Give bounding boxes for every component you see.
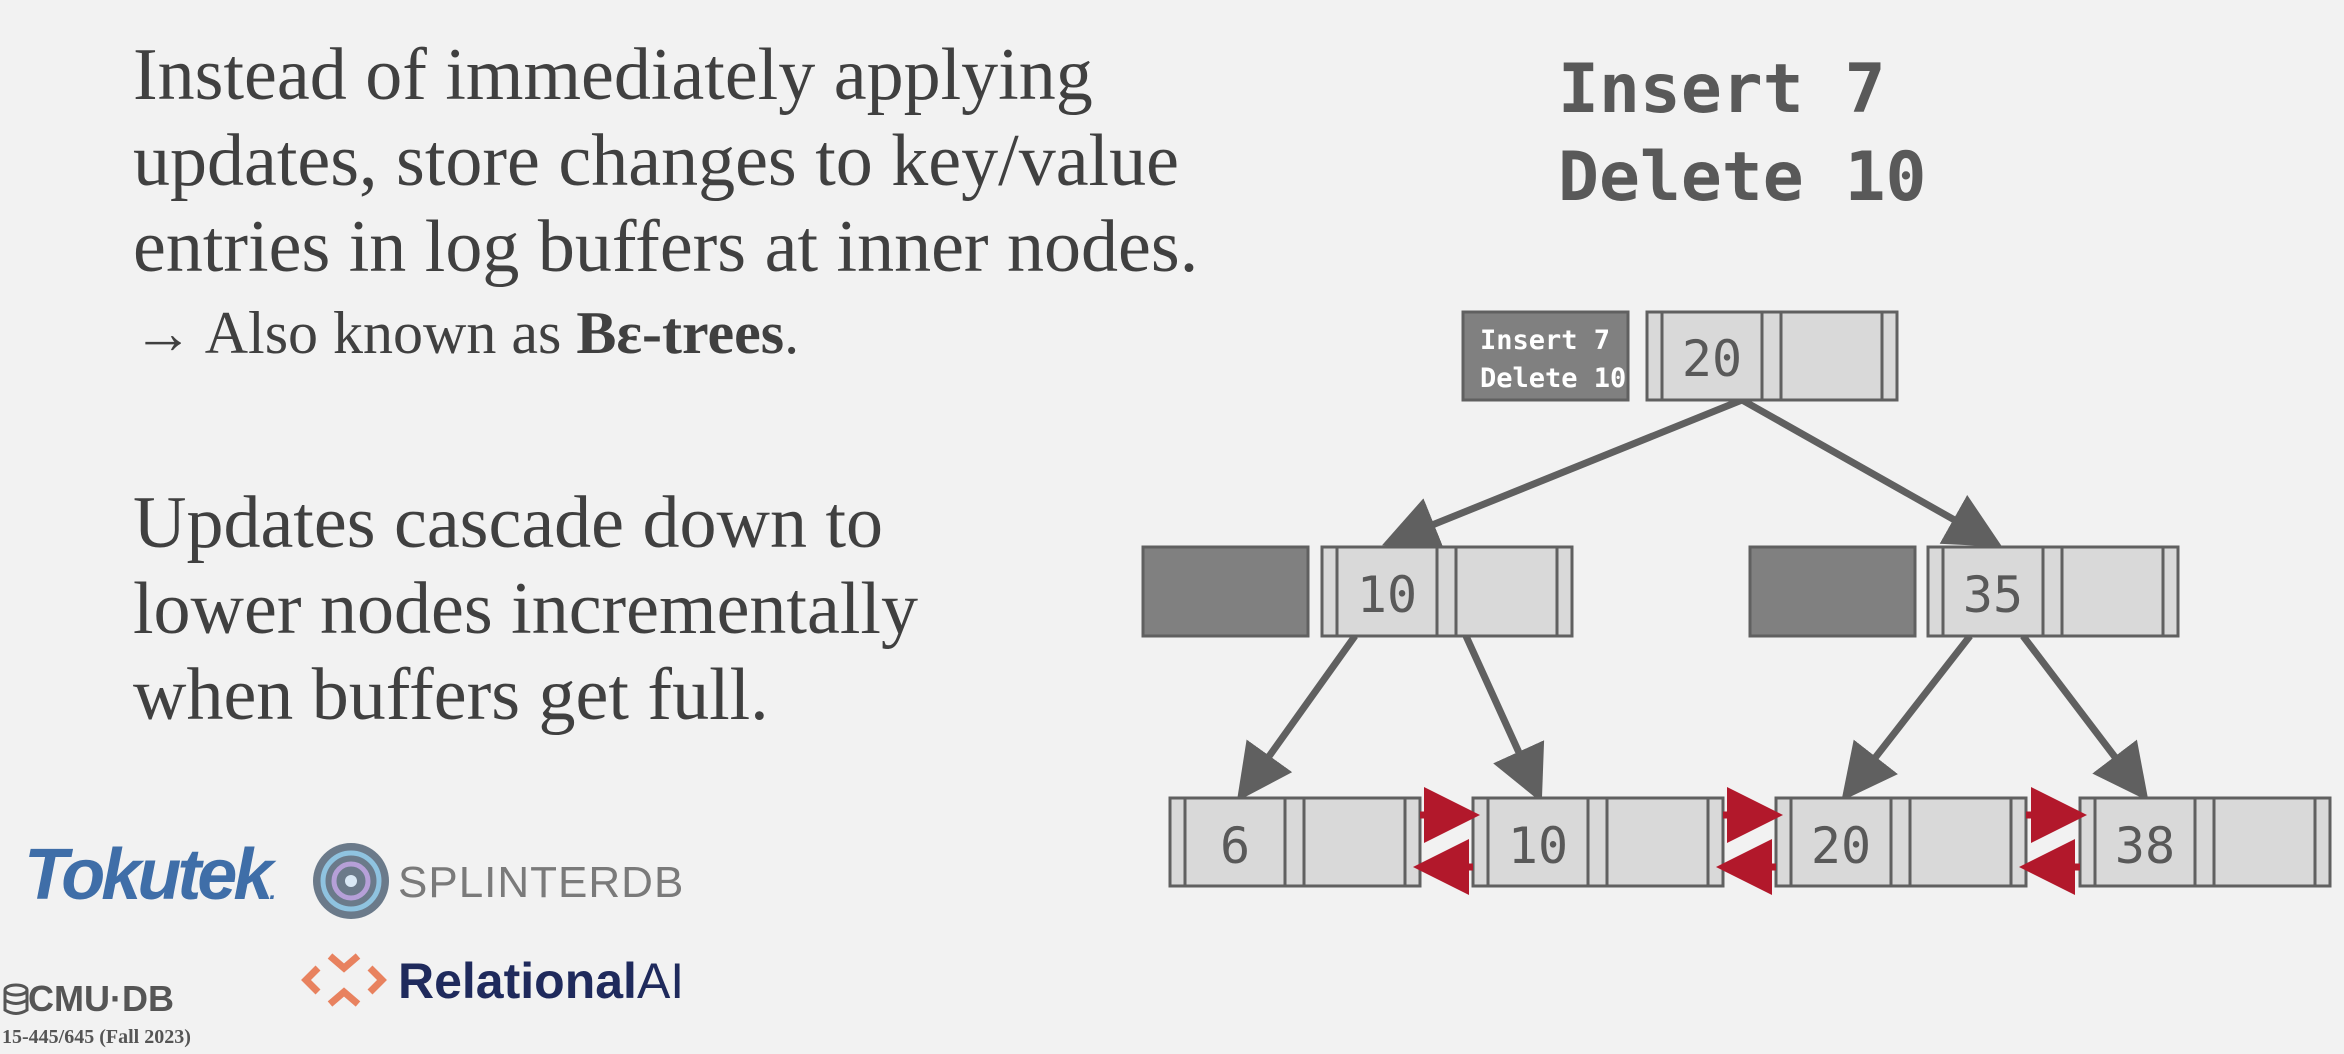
leaf-node-2: 10: [1471, 796, 1725, 888]
leaf-node-1: 6: [1168, 796, 1422, 888]
root-buffer-line-1: Insert 7: [1480, 325, 1610, 356]
bullet-2-line-1: Updates cascade down to: [133, 482, 884, 564]
root-buffer: Insert 7 Delete 10: [1461, 310, 1630, 402]
edge-inner-left-leaf-1: [1236, 633, 1358, 802]
leaf-node-4: 38: [2078, 796, 2332, 888]
edge-root-right: [1740, 396, 2003, 547]
splinterdb-logo: SPLINTERDB: [398, 858, 685, 907]
arrow-icon: →: [133, 300, 193, 366]
sub-bullet-suffix: .: [784, 300, 800, 366]
bullet-1-line-3: entries in log buffers at inner nodes.: [133, 206, 1199, 288]
bullet-2-line-3: when buffers get full.: [133, 654, 769, 736]
course-label: 15-445/645 (Fall 2023): [2, 1026, 191, 1048]
operations-list: Insert 7 Delete 10: [1558, 46, 1926, 222]
operation-insert: Insert 7: [1558, 50, 1886, 129]
tokutek-logo: Tokutek.: [24, 834, 276, 916]
leaf-node-3: 20: [1774, 796, 2028, 888]
inner-right-key: 35: [1963, 566, 2023, 624]
tokutek-logo-text: Tokutek: [24, 835, 273, 915]
tokutek-logo-mark: .: [269, 878, 275, 905]
leaf-3-key: 20: [1811, 817, 1871, 875]
leaf-2-key: 10: [1508, 817, 1568, 875]
relationalai-logo: RelationalAI: [398, 952, 684, 1010]
inner-left-node: 10: [1320, 545, 1574, 638]
operation-delete: Delete 10: [1558, 138, 1927, 217]
sub-bullet-prefix: Also known as: [204, 300, 562, 366]
relationalai-logo-relational: Relational: [398, 953, 637, 1009]
inner-right-buffer: [1748, 545, 1917, 638]
bullet-1-line-1: Instead of immediately applying: [133, 34, 1093, 116]
bullet-2-line-2: lower nodes incrementally: [133, 568, 918, 650]
inner-right-node: 35: [1926, 545, 2180, 638]
sibling-pointers: [1413, 787, 2087, 895]
splinterdb-logo-mark: [313, 843, 389, 919]
edge-root-left: [1382, 396, 1744, 551]
tree-edges: [1236, 396, 2149, 803]
bullet-1-line-2: updates, store changes to key/value: [133, 120, 1179, 202]
edge-inner-right-leaf-3: [1841, 633, 1973, 802]
sub-bullet-term: Bε-trees: [576, 300, 785, 366]
database-icon: [3, 983, 29, 1015]
bullet-block-1: Instead of immediately applying updates,…: [133, 32, 1293, 376]
cmu-db-logo: CMU·DB: [28, 978, 174, 1019]
relationalai-logo-ai: AI: [636, 953, 685, 1009]
bullet-block-2: Updates cascade down to lower nodes incr…: [133, 480, 1033, 738]
root-buffer-line-2: Delete 10: [1480, 363, 1626, 394]
inner-left-buffer: [1141, 545, 1310, 638]
sub-bullet: → Also known as Bε-trees.: [133, 290, 1293, 376]
root-node: 20: [1645, 310, 1899, 402]
inner-left-key: 10: [1357, 566, 1417, 624]
edge-inner-left-leaf-2: [1462, 634, 1545, 803]
leaf-4-key: 38: [2115, 817, 2175, 875]
edge-inner-right-leaf-4: [2020, 633, 2149, 802]
root-key: 20: [1682, 330, 1742, 388]
leaf-1-key: 6: [1220, 817, 1250, 875]
relationalai-logo-mark: [301, 953, 387, 1007]
